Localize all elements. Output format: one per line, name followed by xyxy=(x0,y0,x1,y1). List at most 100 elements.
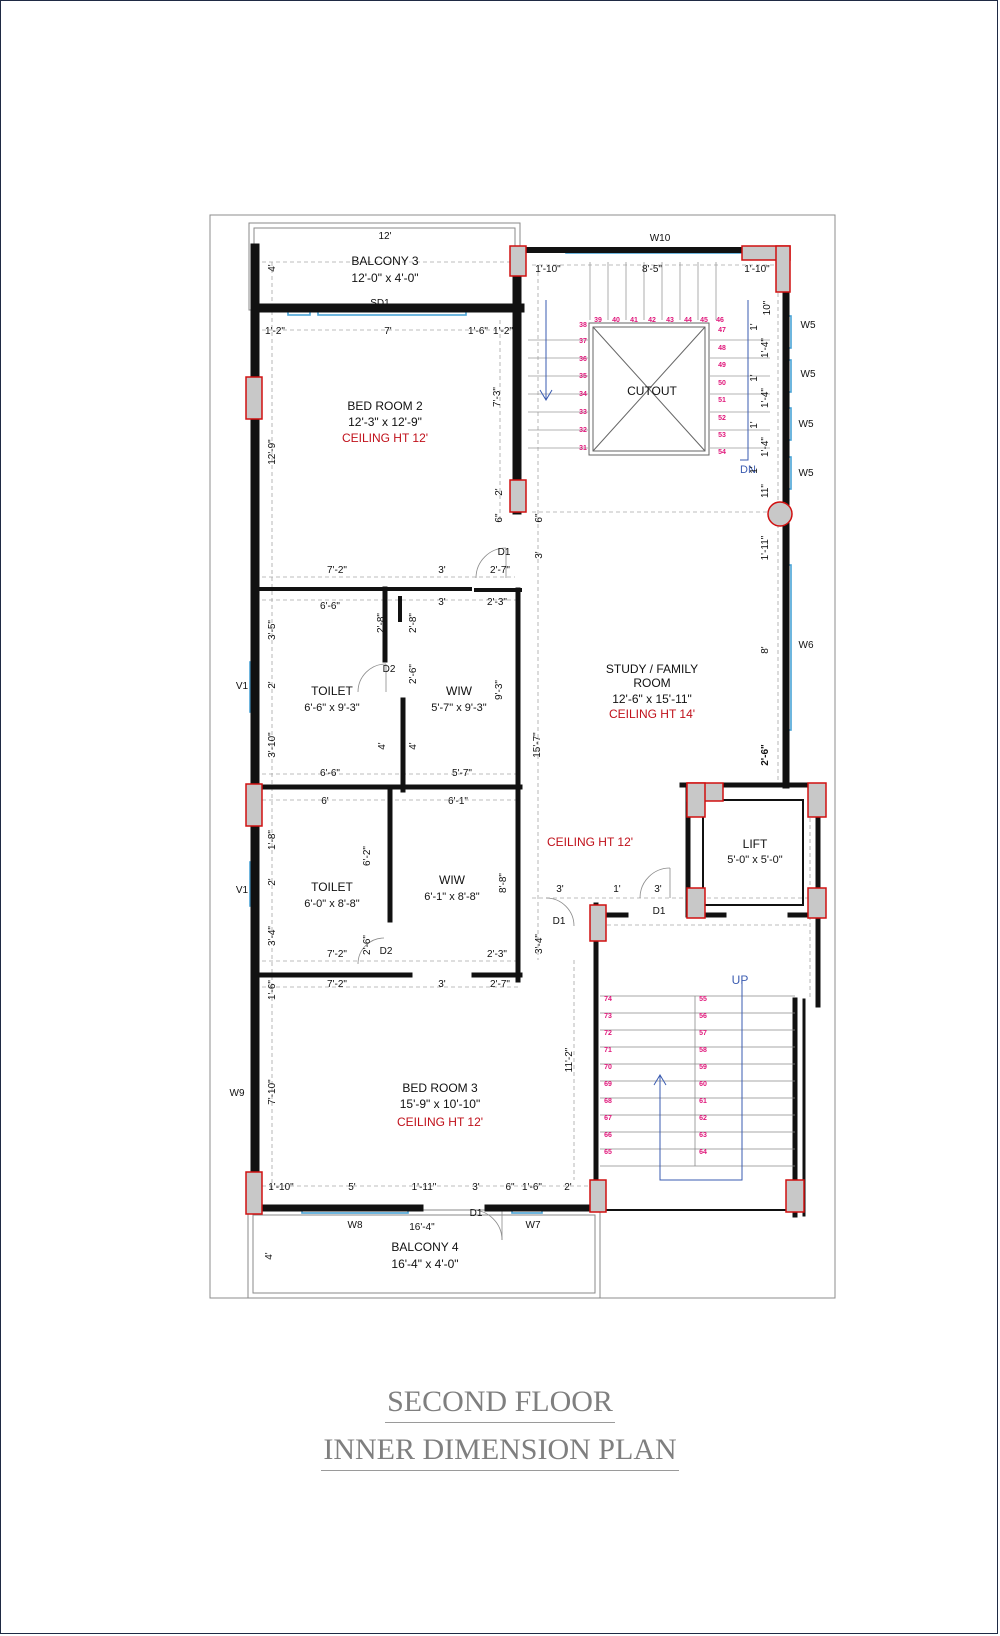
columns xyxy=(245,245,827,1215)
dimension-label: 4' xyxy=(267,264,278,272)
step-number: 35 xyxy=(579,373,587,380)
step-number: 68 xyxy=(604,1098,612,1105)
room-name-balcony3: BALCONY 3 xyxy=(351,254,418,268)
opening-label: V1 xyxy=(236,681,249,692)
dimension-label: 12' xyxy=(378,231,391,242)
step-number: 59 xyxy=(699,1064,707,1071)
opening-label: D1 xyxy=(470,1208,483,1219)
dimension-label: 5'-7" xyxy=(452,768,472,779)
dimension-label: 4' xyxy=(377,742,388,750)
step-number: 36 xyxy=(579,356,587,363)
step-number: 45 xyxy=(700,317,708,324)
dimension-label: 2' xyxy=(564,1182,572,1193)
dimension-labels: 12' 4' 1'-10" 8'-5" 1'-10" 10" 1'-2" 7' … xyxy=(264,231,773,1260)
opening-label: W7 xyxy=(526,1220,541,1231)
dimension-label: 3'-10" xyxy=(267,732,278,758)
drawing-subtitle-text: INNER DIMENSION PLAN xyxy=(321,1433,679,1471)
dimension-label: 12'-9" xyxy=(267,439,278,465)
step-number: 50 xyxy=(718,380,726,387)
step-number: 65 xyxy=(604,1149,612,1156)
step-numbers: 39 40 41 42 43 44 45 46 38 37 36 35 34 3… xyxy=(579,317,726,1156)
opening-label: W5 xyxy=(801,369,816,380)
dimension-label: 2'-7" xyxy=(490,979,510,990)
step-number: 64 xyxy=(699,1149,707,1156)
dimension-label: 8'-8" xyxy=(498,873,509,893)
dimension-label: 1'-10" xyxy=(744,264,770,275)
dimension-label: 6" xyxy=(505,1182,515,1193)
dimension-label: 1'-10" xyxy=(535,264,561,275)
step-number: 61 xyxy=(699,1098,707,1105)
stair-treads-upper xyxy=(528,262,770,449)
dimension-label: 3' xyxy=(534,551,545,559)
room-name-toilet1: TOILET xyxy=(311,684,353,698)
dimension-label: 2' xyxy=(494,488,505,496)
dimension-label: 6' xyxy=(321,796,329,807)
step-number: 42 xyxy=(648,317,656,324)
opening-label: W5 xyxy=(801,320,816,331)
dimension-label: 8' xyxy=(760,646,771,654)
dimension-label: 1'-6" xyxy=(522,1182,542,1193)
dimension-label: 1' xyxy=(749,323,760,331)
dimension-label: 1'-4" xyxy=(760,338,771,358)
dimension-label: 1' xyxy=(613,884,621,895)
step-number: 32 xyxy=(579,427,587,434)
step-number: 70 xyxy=(604,1064,612,1071)
dimension-label: 2'-8" xyxy=(408,613,419,633)
room-size-study: 12'-6" x 15'-11" xyxy=(612,692,692,706)
dimension-label: 1'-8" xyxy=(267,830,278,850)
dimension-label: 7'-3" xyxy=(492,387,503,407)
step-number: 56 xyxy=(699,1013,707,1020)
step-number: 46 xyxy=(716,317,724,324)
step-number: 41 xyxy=(630,317,638,324)
opening-label: W5 xyxy=(799,468,814,479)
dimension-label: 2'-3" xyxy=(487,597,507,608)
dimension-label: 2' xyxy=(267,878,278,886)
dimension-label: 2'-6" xyxy=(408,664,419,684)
step-number: 72 xyxy=(604,1030,612,1037)
step-number: 55 xyxy=(699,996,707,1003)
opening-label: W10 xyxy=(650,233,671,244)
dimension-label: 16'-4" xyxy=(409,1222,435,1233)
dimension-label: 1'-2" xyxy=(493,326,513,337)
step-number: 62 xyxy=(699,1115,707,1122)
stair-treads-lower xyxy=(600,995,795,1167)
dimension-label: 1' xyxy=(749,466,760,474)
dimension-label: 6'-1" xyxy=(448,796,468,807)
balcony-outlines xyxy=(247,222,601,1299)
step-number: 52 xyxy=(718,415,726,422)
step-number: 66 xyxy=(604,1132,612,1139)
door-swings xyxy=(357,547,671,1241)
room-size-toilet1: 6'-6" x 9'-3" xyxy=(304,702,360,714)
dimension-label: 3' xyxy=(438,979,446,990)
dimension-label: 5' xyxy=(348,1182,356,1193)
room-size-toilet2: 6'-0" x 8'-8" xyxy=(304,898,360,910)
room-name-study-2: ROOM xyxy=(633,676,670,690)
dimension-label: 6" xyxy=(494,513,505,523)
opening-label: D2 xyxy=(383,664,396,675)
step-number: 51 xyxy=(718,397,726,404)
dimension-label: 1'-2" xyxy=(265,326,285,337)
cutout-opening xyxy=(588,322,710,456)
ceiling-height-bed2: CEILING HT 12' xyxy=(342,431,428,445)
step-number: 54 xyxy=(718,449,726,456)
stair-down-label: DN xyxy=(740,464,756,476)
walls xyxy=(250,243,823,1218)
drawing-subtitle: INNER DIMENSION PLAN xyxy=(0,1433,1000,1471)
opening-label: W5 xyxy=(799,419,814,430)
step-number: 44 xyxy=(684,317,692,324)
dimension-label: 4' xyxy=(408,742,419,750)
dimension-label: 2'-6" xyxy=(760,744,771,766)
sheet-border xyxy=(209,214,836,1299)
ceiling-height-study: CEILING HT 14' xyxy=(609,707,695,721)
dimension-label: 9'-3" xyxy=(494,680,505,700)
room-size-bed2: 12'-3" x 12'-9" xyxy=(348,415,422,429)
opening-label: D1 xyxy=(653,906,666,917)
step-number: 58 xyxy=(699,1047,707,1054)
dimension-label: 1'-11" xyxy=(760,535,771,560)
step-number: 33 xyxy=(579,409,587,416)
step-number: 71 xyxy=(604,1047,612,1054)
dimension-label: 2'-6" xyxy=(362,935,373,955)
step-number: 40 xyxy=(612,317,620,324)
